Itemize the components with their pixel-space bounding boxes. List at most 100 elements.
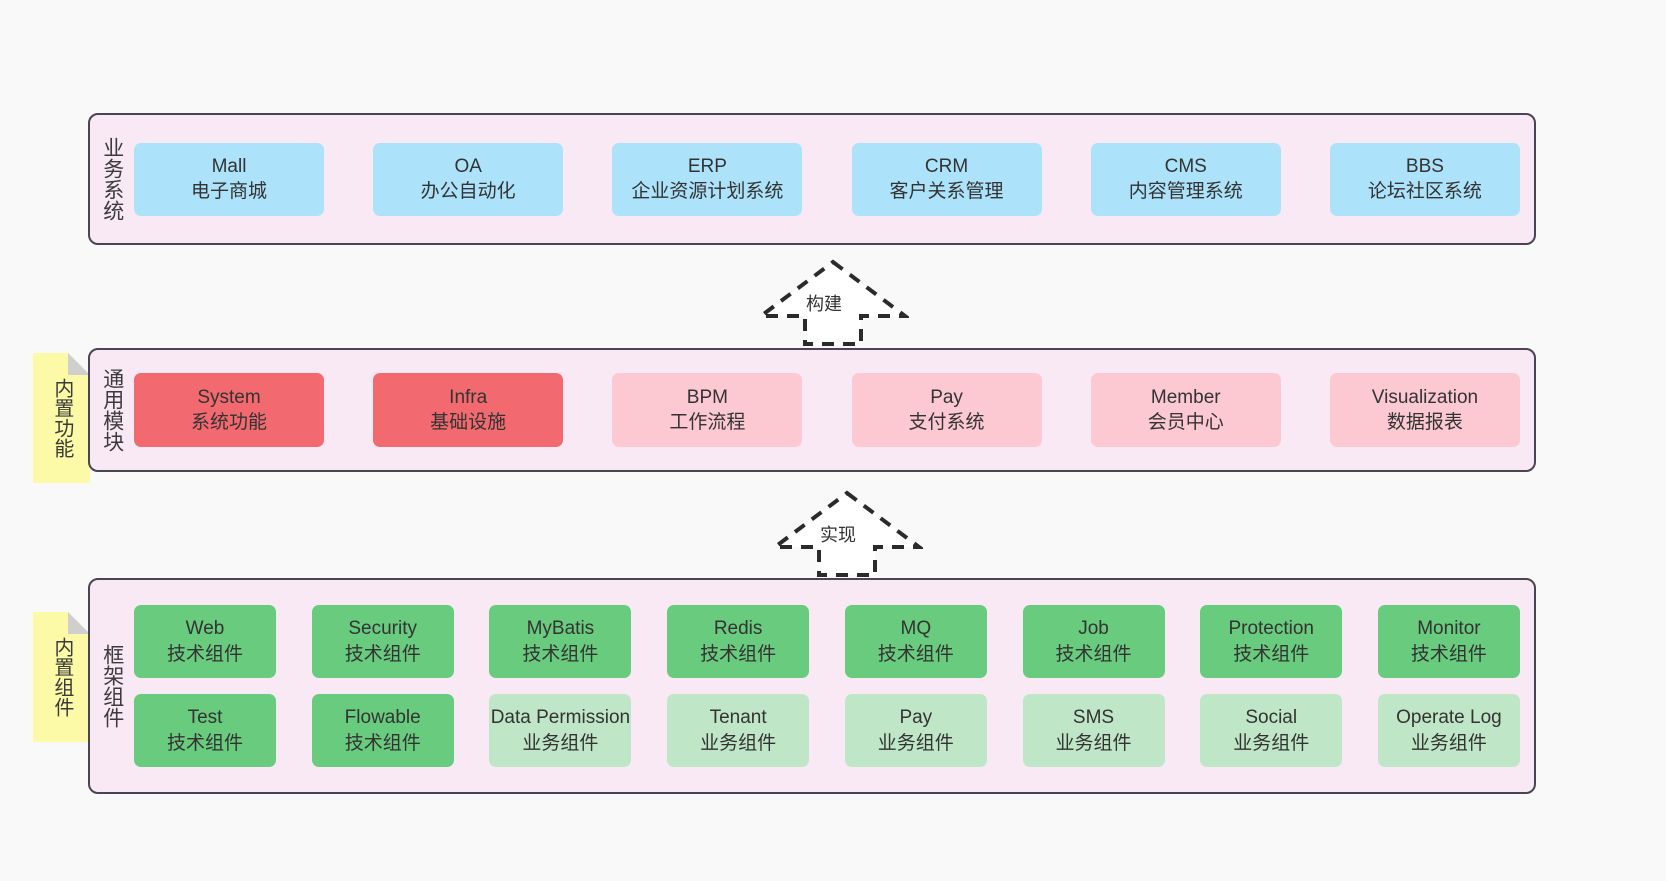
node-title: Data Permission <box>490 707 631 729</box>
node-title: Mall <box>211 155 247 177</box>
node-row: Mall 电子商城 OA 办公自动化 ERP 企业资源计划系统 CRM 客户关系… <box>134 142 1520 216</box>
node-title: SMS <box>1072 707 1115 729</box>
node-title: ERP <box>687 155 727 177</box>
implement-arrow-label: 实现 <box>820 525 856 545</box>
node-subtitle: 内容管理系统 <box>1128 181 1243 202</box>
node-title: Security <box>348 618 418 640</box>
layer-framework-components: 框架组件 Web 技术组件 Security 技术组件 MyBatis 技术组件… <box>88 578 1536 794</box>
node-mall[interactable]: Mall 电子商城 <box>134 142 324 216</box>
node-subtitle: 业务组件 <box>1055 732 1132 754</box>
node-tenant[interactable]: Tenant 业务组件 <box>667 694 810 767</box>
node-subtitle: 技术组件 <box>700 643 777 665</box>
node-social[interactable]: Social 业务组件 <box>1200 694 1343 767</box>
note-fold-corner-icon <box>68 612 90 634</box>
node-title: Infra <box>449 386 488 408</box>
layer-title-business-systems: 业务系统 <box>100 137 124 221</box>
node-title: MyBatis <box>526 618 595 640</box>
node-title: OA <box>454 155 482 177</box>
note-label: 内置功能 <box>50 378 73 458</box>
node-subtitle: 会员中心 <box>1147 412 1224 433</box>
node-title: Protection <box>1228 618 1314 640</box>
node-oa[interactable]: OA 办公自动化 <box>373 142 564 216</box>
node-bpm[interactable]: BPM 工作流程 <box>612 373 803 447</box>
layer-body-common-modules: System 系统功能 Infra 基础设施 BPM 工作流程 Pay 支付系统… <box>134 350 1534 470</box>
node-mq[interactable]: MQ 技术组件 <box>844 605 987 678</box>
node-title: Pay <box>899 707 933 729</box>
node-row: System 系统功能 Infra 基础设施 BPM 工作流程 Pay 支付系统… <box>134 373 1520 447</box>
node-subtitle: 技术组件 <box>1410 643 1487 665</box>
node-crm[interactable]: CRM 客户关系管理 <box>851 142 1042 216</box>
node-subtitle: 支付系统 <box>908 412 985 433</box>
layer-business-systems: 业务系统 Mall 电子商城 OA 办公自动化 ERP 企业资源计划系统 CRM… <box>88 113 1536 245</box>
node-title: BBS <box>1405 155 1444 177</box>
node-title: Member <box>1150 386 1221 408</box>
node-subtitle: 系统功能 <box>190 412 267 433</box>
layer-common-modules: 通用模块 System 系统功能 Infra 基础设施 BPM 工作流程 Pay… <box>88 348 1536 472</box>
layer-title-common-modules: 通用模块 <box>100 368 124 452</box>
node-job[interactable]: Job 技术组件 <box>1022 605 1165 678</box>
node-subtitle: 技术组件 <box>522 643 599 665</box>
node-protection[interactable]: Protection 技术组件 <box>1200 605 1343 678</box>
node-title: Web <box>185 618 225 640</box>
node-title: Flowable <box>344 707 421 729</box>
build-arrow-label: 构建 <box>806 294 842 314</box>
node-subtitle: 业务组件 <box>700 732 777 754</box>
node-data-permission[interactable]: Data Permission 业务组件 <box>489 694 632 767</box>
build-arrow: 构建 <box>757 258 909 346</box>
node-row: Web 技术组件 Security 技术组件 MyBatis 技术组件 Redi… <box>134 605 1520 678</box>
build-arrow-icon <box>757 259 909 346</box>
node-visualization[interactable]: Visualization 数据报表 <box>1329 373 1520 447</box>
node-title: BPM <box>686 386 728 408</box>
node-title: CMS <box>1164 155 1207 177</box>
node-pay-component[interactable]: Pay 业务组件 <box>844 694 987 767</box>
node-subtitle: 技术组件 <box>344 643 421 665</box>
node-flowable[interactable]: Flowable 技术组件 <box>311 694 454 767</box>
node-mybatis[interactable]: MyBatis 技术组件 <box>489 605 632 678</box>
implement-arrow: 实现 <box>771 489 923 577</box>
node-test[interactable]: Test 技术组件 <box>134 694 276 767</box>
node-subtitle: 电子商城 <box>190 181 267 202</box>
node-subtitle: 技术组件 <box>166 732 243 754</box>
node-subtitle: 业务组件 <box>1233 732 1310 754</box>
node-redis[interactable]: Redis 技术组件 <box>667 605 810 678</box>
node-subtitle: 业务组件 <box>1410 732 1487 754</box>
node-infra[interactable]: Infra 基础设施 <box>373 373 564 447</box>
node-erp[interactable]: ERP 企业资源计划系统 <box>612 142 803 216</box>
node-title: MQ <box>900 618 932 640</box>
node-subtitle: 技术组件 <box>877 643 954 665</box>
node-title: Operate Log <box>1396 707 1502 729</box>
node-security[interactable]: Security 技术组件 <box>311 605 454 678</box>
node-operate-log[interactable]: Operate Log 业务组件 <box>1377 694 1520 767</box>
node-bbs[interactable]: BBS 论坛社区系统 <box>1329 142 1520 216</box>
node-pay-module[interactable]: Pay 支付系统 <box>851 373 1042 447</box>
node-monitor[interactable]: Monitor 技术组件 <box>1377 605 1520 678</box>
note-label: 内置组件 <box>50 637 73 717</box>
implement-arrow-icon <box>771 490 923 577</box>
node-title: Pay <box>930 386 963 408</box>
node-system[interactable]: System 系统功能 <box>134 373 324 447</box>
node-subtitle: 论坛社区系统 <box>1367 181 1482 202</box>
node-member[interactable]: Member 会员中心 <box>1090 373 1281 447</box>
node-cms[interactable]: CMS 内容管理系统 <box>1090 142 1281 216</box>
node-title: System <box>197 386 261 408</box>
node-subtitle: 客户关系管理 <box>889 181 1004 202</box>
node-web[interactable]: Web 技术组件 <box>134 605 276 678</box>
node-title: Redis <box>713 618 763 640</box>
node-row: Test 技术组件 Flowable 技术组件 Data Permission … <box>134 694 1520 767</box>
node-subtitle: 基础设施 <box>430 412 507 433</box>
layer-title-framework-components: 框架组件 <box>100 644 124 728</box>
node-title: Tenant <box>709 707 767 729</box>
node-title: Test <box>187 707 223 729</box>
node-title: Job <box>1078 618 1109 640</box>
node-subtitle: 业务组件 <box>522 732 599 754</box>
node-subtitle: 技术组件 <box>1233 643 1310 665</box>
node-sms[interactable]: SMS 业务组件 <box>1022 694 1165 767</box>
node-subtitle: 业务组件 <box>877 732 954 754</box>
node-subtitle: 技术组件 <box>344 732 421 754</box>
node-subtitle: 办公自动化 <box>420 181 516 202</box>
node-subtitle: 技术组件 <box>166 643 243 665</box>
node-title: Social <box>1245 707 1298 729</box>
node-subtitle: 企业资源计划系统 <box>631 181 784 202</box>
note-fold-corner-icon <box>68 353 90 375</box>
